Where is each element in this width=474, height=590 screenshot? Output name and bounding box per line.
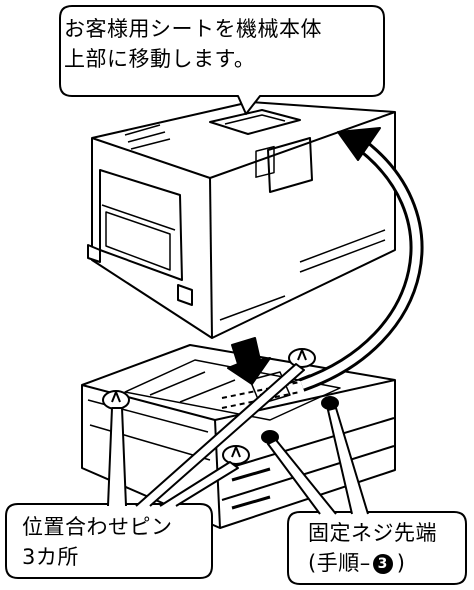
down-arrow-icon — [227, 337, 271, 385]
curved-arrow-head-icon — [337, 127, 381, 161]
callout-right-suffix: ) — [396, 551, 406, 575]
callout-left-line2: 3カ所 — [22, 545, 79, 569]
callout-left-bubble — [5, 503, 213, 579]
callout-left: 位置合わせピン 3カ所 — [22, 512, 173, 572]
callout-top: お客様用シートを機械本体 上部に移動します。 — [64, 14, 322, 74]
callout-right-line2: (手順–3) — [308, 548, 437, 578]
callout-right-leaders — [267, 407, 369, 515]
paper-feeder-unit — [81, 344, 396, 529]
callout-right-line1: 固定ネジ先端 — [308, 521, 437, 545]
positioning-pin-front — [222, 445, 250, 465]
step-number-badge: 3 — [372, 554, 393, 574]
callout-right: 固定ネジ先端 (手順–3) — [308, 518, 437, 578]
callout-top-line2: 上部に移動します。 — [64, 47, 256, 71]
callout-top-bubble — [59, 5, 385, 115]
callout-right-bubble — [287, 511, 467, 585]
positioning-pin-right — [288, 348, 316, 368]
callout-right-prefix: (手順– — [308, 551, 371, 575]
callout-top-line1: お客様用シートを機械本体 — [64, 17, 322, 41]
callout-left-leaders — [107, 363, 305, 507]
callout-left-line1: 位置合わせピン — [22, 515, 173, 539]
